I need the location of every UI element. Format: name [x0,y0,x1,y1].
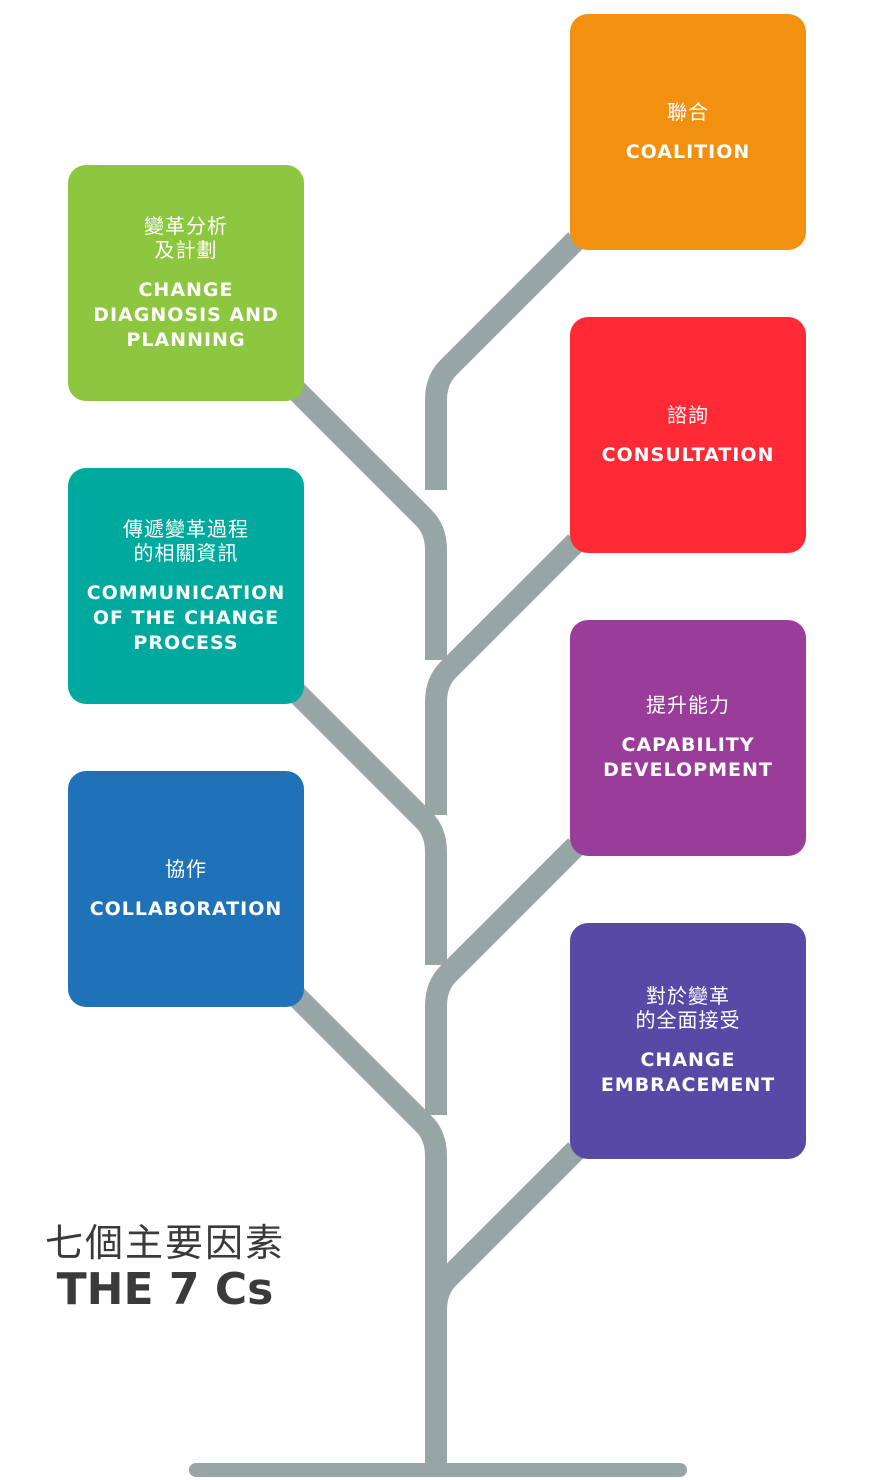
box-zh-label: 聯合 [667,99,709,124]
box-en-label: COALITION [625,140,751,163]
box-en-label: COMMUNICATION OF THE CHANGE PROCESS [86,581,286,654]
box-capability: 提升能力 CAPABILITY DEVELOPMENT [570,620,806,856]
branch-left-3 [288,988,447,1310]
box-en-label: COLLABORATION [89,897,283,920]
box-zh-label: 提升能力 [646,693,730,717]
branch-left-1 [288,382,447,660]
branch-left-2 [288,684,447,965]
box-en-label: CHANGE DIAGNOSIS AND PLANNING [93,278,279,351]
branch-right-2 [425,534,584,815]
box-change-diagnosis: 變革分析 及計劃 CHANGE DIAGNOSIS AND PLANNING [68,165,304,401]
box-zh-label: 變革分析 及計劃 [144,213,228,262]
box-en-label: CONSULTATION [601,443,775,466]
box-en-label: CHANGE EMBRACEMENT [600,1049,776,1096]
title-chinese: 七個主要因素 [44,1221,285,1265]
box-collaboration: 協作 COLLABORATION [68,771,304,1007]
box-zh-label: 傳遞變革過程 的相關資訊 [123,516,249,565]
box-zh-label: 協作 [165,856,207,881]
title-english: THE 7 Cs [56,1264,274,1315]
box-zh-label: 對於變革 的全面接受 [635,984,741,1032]
box-zh-label: 諮詢 [667,402,709,427]
box-en-label: CAPABILITY DEVELOPMENT [603,734,773,781]
box-consultation: 諮詢 CONSULTATION [570,317,806,553]
box-change-embracement: 對於變革 的全面接受 CHANGE EMBRACEMENT [570,923,806,1159]
box-coalition: 聯合 COALITION [570,14,806,250]
box-communication: 傳遞變革過程 的相關資訊 COMMUNICATION OF THE CHANGE… [68,468,304,704]
branch-right-1 [425,232,584,490]
branch-right-3 [425,838,584,1115]
branch-right-4 [425,1142,584,1470]
